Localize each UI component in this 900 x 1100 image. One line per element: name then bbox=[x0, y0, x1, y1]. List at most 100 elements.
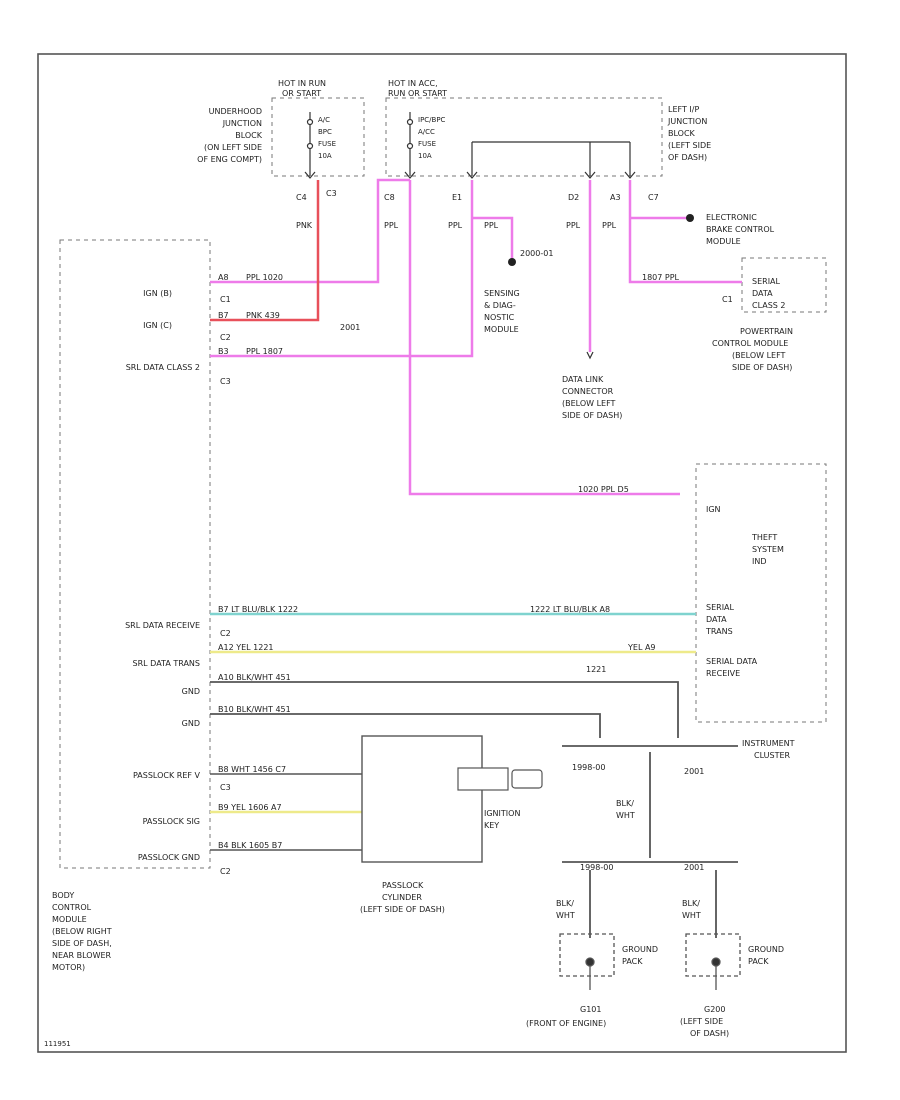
ip-label: LEFT I/P bbox=[668, 105, 699, 114]
yr4-label: 2001 bbox=[684, 863, 704, 872]
ic-sr-label-2: RECEIVE bbox=[706, 669, 740, 678]
sdm-label-2: & DIAG- bbox=[484, 301, 516, 310]
underhood-label-3: BLOCK bbox=[235, 131, 263, 140]
g101-label: G101 bbox=[580, 1005, 601, 1014]
ppl-label: PPL bbox=[384, 221, 399, 230]
labels: HOT IN RUN OR START HOT IN ACC, RUN OR S… bbox=[44, 79, 795, 1048]
theft-label: THEFT bbox=[751, 533, 777, 542]
g200-label: G200 bbox=[704, 1005, 725, 1014]
dlc-label-4: SIDE OF DASH) bbox=[562, 411, 622, 420]
pcm-pin-label: C1 bbox=[722, 295, 733, 304]
ic-st-label: SERIAL bbox=[706, 603, 735, 612]
gnd2-label: GND bbox=[182, 719, 200, 728]
yr2000-label: 2000-01 bbox=[520, 249, 553, 258]
ebcm-label-2: BRAKE CONTROL bbox=[706, 225, 775, 234]
gnd1-label: GND bbox=[182, 687, 200, 696]
ip-label-4: (LEFT SIDE bbox=[668, 141, 711, 150]
dlc-label-2: CONNECTOR bbox=[562, 387, 614, 396]
bcm-label-2: CONTROL bbox=[52, 903, 92, 912]
fuse1-label: A/C bbox=[318, 116, 330, 124]
wire-cyan-right-label: 1222 LT BLU/BLK A8 bbox=[530, 605, 610, 614]
srl-receive-label: SRL DATA RECEIVE bbox=[125, 621, 200, 630]
ip-label-5: OF DASH) bbox=[668, 153, 707, 162]
dlc-label: DATA LINK bbox=[562, 375, 604, 384]
blk-label-6: WHT bbox=[682, 911, 701, 920]
ppl-label-4: PPL bbox=[566, 221, 581, 230]
ground-pack-icon bbox=[559, 933, 741, 990]
diagram-frame bbox=[37, 53, 847, 1053]
body-control-module-box bbox=[59, 239, 211, 869]
pcm-label-4: SIDE OF DASH) bbox=[732, 363, 792, 372]
ic-st-label-2: DATA bbox=[706, 615, 727, 624]
c4-label: C4 bbox=[296, 193, 307, 202]
cylinder-label-3: (LEFT SIDE OF DASH) bbox=[360, 905, 445, 914]
underhood-label-4: (ON LEFT SIDE bbox=[204, 143, 262, 152]
pnk-label: PNK bbox=[296, 221, 313, 230]
fuse1-label-4: 10A bbox=[318, 152, 332, 160]
theft-label-3: IND bbox=[752, 557, 767, 566]
g101-label-2: (FRONT OF ENGINE) bbox=[526, 1019, 606, 1028]
bcm-label-4: (BELOW RIGHT bbox=[52, 927, 112, 936]
g200-label-2: (LEFT SIDE bbox=[680, 1017, 723, 1026]
ip-label-3: BLOCK bbox=[668, 129, 696, 138]
theft-label-2: SYSTEM bbox=[752, 545, 784, 554]
srl-class2-label: SRL DATA CLASS 2 bbox=[126, 363, 200, 372]
wire-b3-label: PPL 1807 bbox=[246, 347, 283, 356]
cylinder-label: PASSLOCK bbox=[382, 881, 424, 890]
c3b-label: C3 bbox=[220, 377, 231, 386]
wire-1221-label: 1221 bbox=[586, 665, 606, 674]
underhood-label-5: OF ENG COMPT) bbox=[197, 155, 262, 164]
fuse1-label-3: FUSE bbox=[318, 140, 336, 148]
sdm-label: SENSING bbox=[484, 289, 520, 298]
fuse-symbols bbox=[306, 112, 631, 176]
bcm-label-5: SIDE OF DASH, bbox=[52, 939, 112, 948]
ebcm-label-3: MODULE bbox=[706, 237, 741, 246]
wire-b7-label: PNK 439 bbox=[246, 311, 280, 320]
ign-c-label: IGN (C) bbox=[143, 321, 172, 330]
yr3-label: 1998-00 bbox=[580, 863, 613, 872]
cylinder-label-2: CYLINDER bbox=[382, 893, 422, 902]
wire-pgnd-label: B4 BLK 1605 B7 bbox=[218, 841, 282, 850]
fuse2-label: IPC/BPC bbox=[418, 116, 446, 124]
blk-label-2: WHT bbox=[616, 811, 635, 820]
wire-cyan-left-label: B7 LT BLU/BLK 1222 bbox=[218, 605, 298, 614]
fuse2-label-2: A/CC bbox=[418, 128, 435, 136]
wire-a8-label: PPL 1020 bbox=[246, 273, 283, 282]
passlock-ref-label: PASSLOCK REF V bbox=[133, 771, 201, 780]
passlock-sig-label: PASSLOCK SIG bbox=[143, 817, 200, 826]
ip-label-2: JUNCTION bbox=[667, 117, 707, 126]
pcm-box bbox=[741, 257, 827, 313]
ign-pin-label: IGN bbox=[706, 505, 721, 514]
c2c-label: C2 bbox=[220, 867, 231, 876]
underhood-junction-block bbox=[271, 97, 663, 177]
bcm-label-3: MODULE bbox=[52, 915, 87, 924]
c8-label: C8 bbox=[384, 193, 395, 202]
c2b-label: C2 bbox=[220, 629, 231, 638]
ppl-wires bbox=[210, 178, 742, 496]
wire-yel-right-label: YEL A9 bbox=[627, 643, 656, 652]
ground-wires bbox=[210, 681, 738, 938]
ebcm-label: ELECTRONIC bbox=[706, 213, 757, 222]
yr1-label: 1998-00 bbox=[572, 763, 605, 772]
hot-acc-label: HOT IN ACC, bbox=[388, 79, 438, 88]
ppl-label-3: PPL bbox=[484, 221, 499, 230]
wire-sig-label: B9 YEL 1606 A7 bbox=[218, 803, 282, 812]
ign-wire-label: 1020 PPL D5 bbox=[578, 485, 629, 494]
wire-ref-label: B8 WHT 1456 C7 bbox=[218, 765, 286, 774]
ground-pack-label-4: PACK bbox=[748, 957, 769, 966]
ic-st-label-3: TRANS bbox=[705, 627, 733, 636]
key-label-2: KEY bbox=[484, 821, 499, 830]
c3-label: C3 bbox=[326, 189, 337, 198]
pin-b7-label: B7 bbox=[218, 311, 229, 320]
bcm-label-6: NEAR BLOWER bbox=[52, 951, 112, 960]
ppl-label-5: PPL bbox=[602, 221, 617, 230]
a3-label: A3 bbox=[610, 193, 621, 202]
splice-dots bbox=[508, 214, 694, 266]
c1-label: C1 bbox=[220, 295, 231, 304]
blk-label-5: BLK/ bbox=[682, 899, 700, 908]
g200-label-3: OF DASH) bbox=[690, 1029, 729, 1038]
pin-a8-label: A8 bbox=[218, 273, 229, 282]
blk-label-4: WHT bbox=[556, 911, 575, 920]
srl-trans-label: SRL DATA TRANS bbox=[133, 659, 200, 668]
fuse2-label-4: 10A bbox=[418, 152, 432, 160]
